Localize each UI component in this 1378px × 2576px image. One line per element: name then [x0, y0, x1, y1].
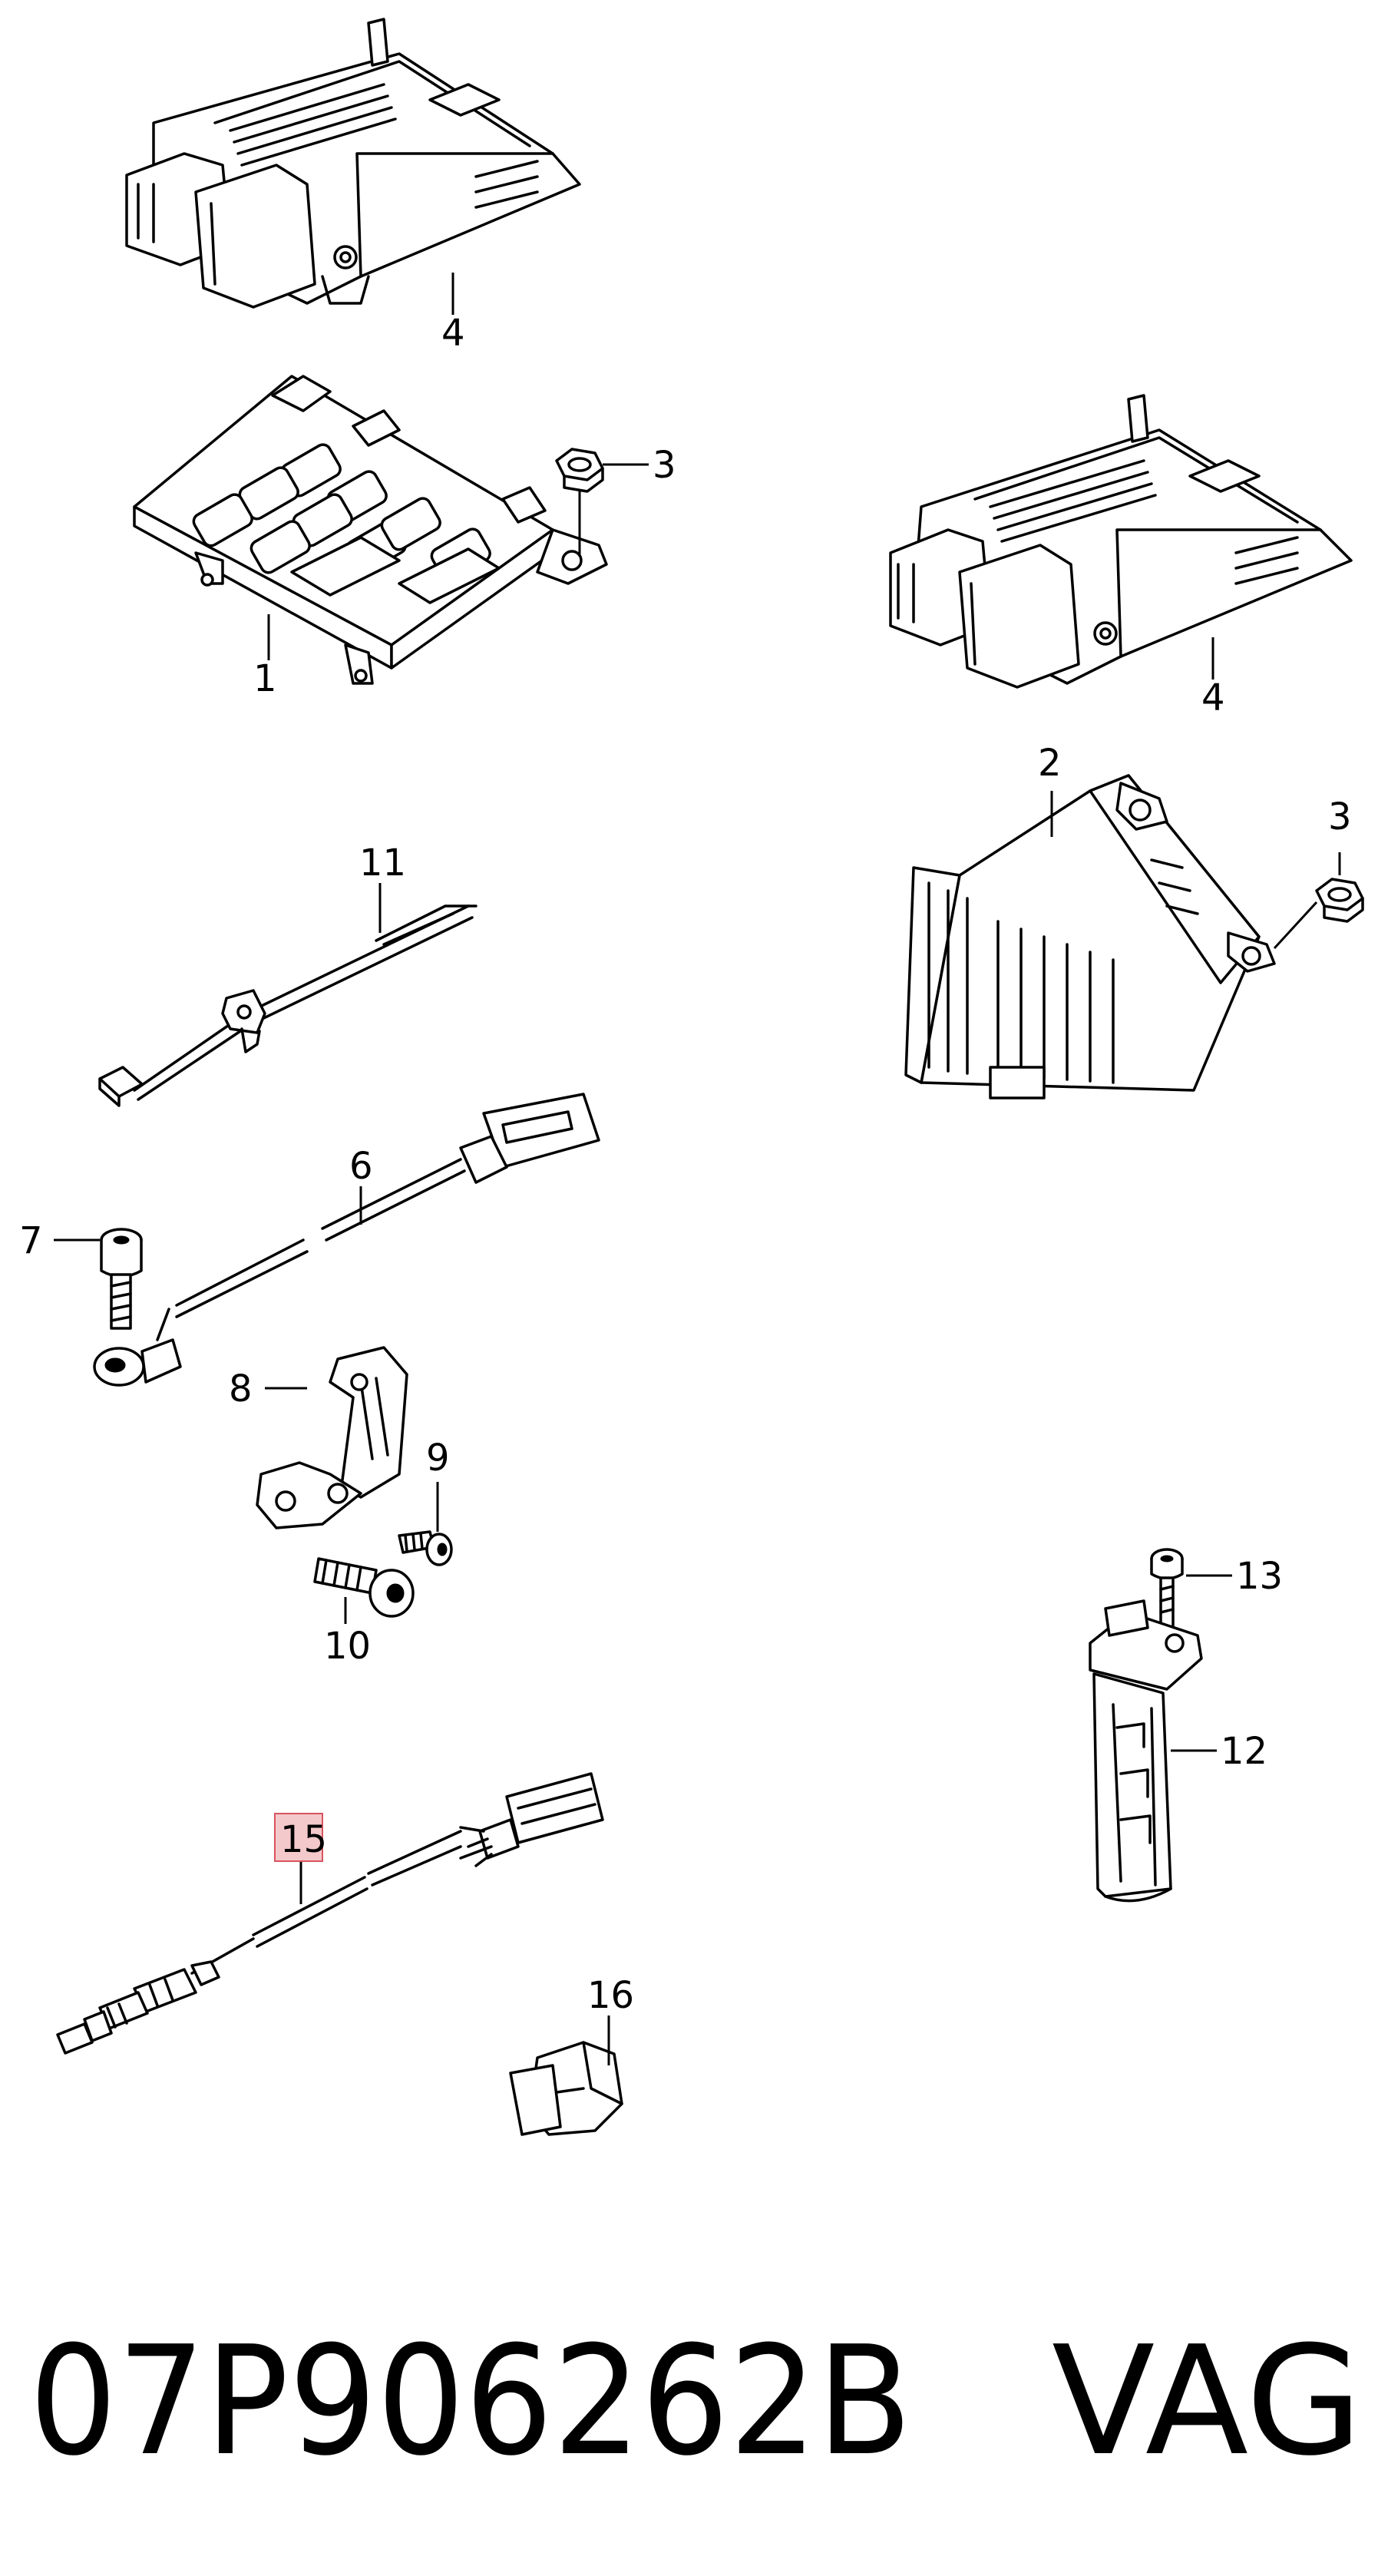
- bolt-icon: [1150, 1548, 1184, 1629]
- callout-9: 9: [426, 1437, 450, 1480]
- mounting-bracket-icon: [256, 1346, 408, 1529]
- callout-7: 7: [19, 1219, 43, 1262]
- crankshaft-sensor-icon: [1089, 1599, 1203, 1903]
- callout-2: 2: [1038, 742, 1062, 785]
- knock-sensor-icon: [93, 1093, 600, 1387]
- ecu-unit-icon: [889, 394, 1353, 689]
- ecu-unit-icon: [125, 18, 581, 309]
- callout-10: 10: [324, 1625, 371, 1668]
- callout-13: 13: [1236, 1555, 1283, 1598]
- callout-4-top: 4: [441, 312, 465, 355]
- callout-16: 16: [587, 1974, 634, 2017]
- bolt-icon: [398, 1530, 453, 1566]
- callout-1: 1: [253, 657, 277, 700]
- brand-name: VAG: [1052, 2314, 1363, 2489]
- callout-15: 15: [280, 1818, 327, 1861]
- lambda-probe-icon: [56, 1772, 604, 2055]
- nut-icon: [1315, 878, 1364, 923]
- bolt-icon: [100, 1228, 143, 1330]
- bracket-tray-icon: [133, 375, 608, 685]
- callout-4-right: 4: [1201, 676, 1225, 719]
- bolt-icon: [313, 1557, 415, 1618]
- callout-8: 8: [229, 1367, 253, 1410]
- callout-3-right: 3: [1328, 795, 1352, 838]
- callout-3-top: 3: [653, 444, 676, 487]
- control-module-icon: [904, 774, 1276, 1100]
- callout-11: 11: [359, 842, 406, 885]
- part-number: 07P906262B: [29, 2314, 912, 2489]
- callout-15-highlight: [274, 1813, 323, 1862]
- cable-tie-icon: [98, 904, 478, 1107]
- nut-icon: [555, 448, 604, 493]
- clip-icon: [509, 2041, 623, 2136]
- callout-12: 12: [1221, 1730, 1267, 1773]
- callout-6: 6: [349, 1145, 373, 1188]
